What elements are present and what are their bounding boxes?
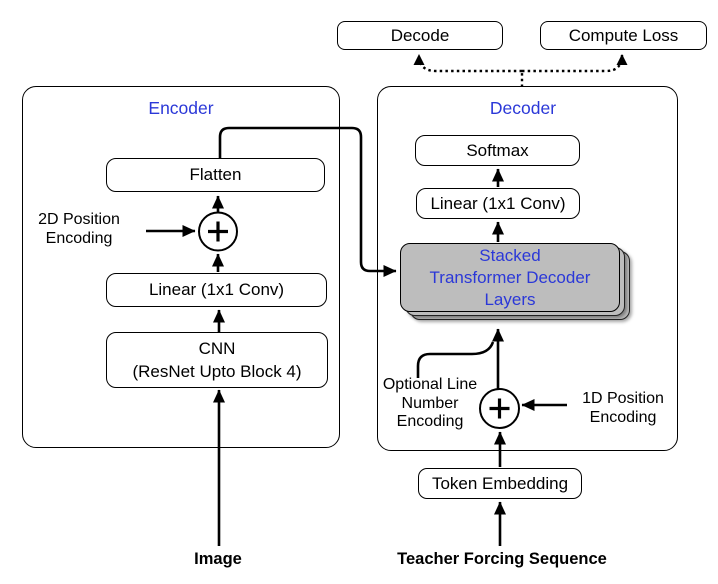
cnn-box: CNN (ResNet Upto Block 4) [106, 332, 328, 388]
token-embedding-box: Token Embedding [418, 468, 582, 499]
decode-box: Decode [337, 21, 503, 50]
token-embedding-label: Token Embedding [431, 473, 569, 493]
decode-label: Decode [390, 25, 450, 45]
softmax-label: Softmax [466, 140, 529, 160]
encoder-container [22, 86, 340, 448]
flatten-box: Flatten [106, 158, 325, 192]
compute-loss-label: Compute Loss [568, 25, 679, 45]
dotted-arrow-to-decode [413, 54, 522, 73]
encoder-2d-position-encoding-label: 2D Position Encoding [38, 211, 120, 247]
stacked-transformer-decoder-layers-box: Stacked Transformer Decoder Layers [400, 243, 620, 312]
encoder-title: Encoder [148, 98, 214, 118]
teacher-forcing-sequence-label: Teacher Forcing Sequence [397, 550, 607, 568]
stacked-layers-label: Stacked Transformer Decoder Layers [429, 245, 591, 309]
decoder-title: Decoder [489, 98, 557, 118]
decoder-1d-position-encoding-label: 1D Position Encoding [582, 390, 664, 426]
image-input-label: Image [194, 550, 242, 568]
optional-line-number-encoding-label: Optional Line Number Encoding [382, 376, 478, 430]
flatten-label: Flatten [189, 165, 242, 185]
encoder-linear-label: Linear (1x1 Conv) [148, 280, 285, 300]
dotted-arrow-to-compute-loss [522, 54, 628, 73]
decoder-linear-label: Linear (1x1 Conv) [430, 193, 566, 213]
cnn-label: CNN (ResNet Upto Block 4) [132, 338, 302, 382]
encoder-linear-box: Linear (1x1 Conv) [106, 273, 327, 307]
softmax-box: Softmax [415, 135, 580, 166]
compute-loss-box: Compute Loss [540, 21, 707, 50]
decoder-linear-box: Linear (1x1 Conv) [416, 188, 580, 219]
